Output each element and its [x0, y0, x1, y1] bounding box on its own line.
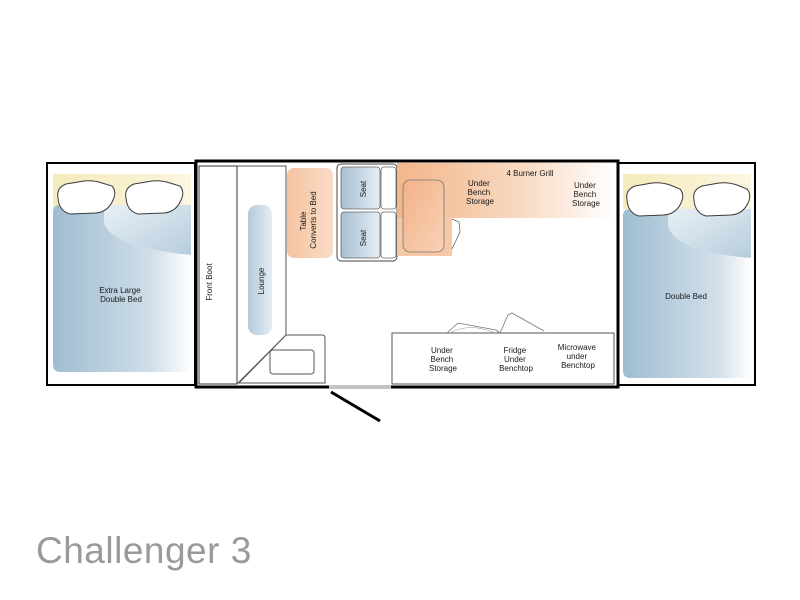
left-bed-label-line: Double Bed — [100, 295, 142, 304]
under-bench-label-line: Storage — [572, 199, 601, 208]
seat-top-label: Seat — [359, 180, 368, 197]
under-bench-storage-label: Under Bench Storage — [466, 179, 495, 206]
right-bed-label: Double Bed — [665, 292, 707, 301]
under-bench-label-line: Storage — [429, 364, 458, 373]
microwave-label-line: Benchtop — [561, 361, 595, 370]
seat-back — [380, 211, 397, 259]
benchtop-flap — [446, 322, 501, 334]
main-body: Front Boot Lounge Table Converts to Bed … — [194, 159, 620, 423]
seat-bottom-label: Seat — [359, 229, 368, 246]
under-bench-label-line: Bench — [431, 355, 454, 364]
under-bench-storage-label: Under Bench Storage — [429, 346, 458, 373]
grill-label: 4 Burner Grill — [506, 169, 553, 178]
lounge-label: Lounge — [257, 267, 266, 294]
lower-bench — [391, 332, 615, 385]
lounge-seat — [248, 205, 272, 335]
left-double-bed — [53, 205, 191, 372]
fridge-label: Fridge Under Benchtop — [499, 346, 533, 373]
table-label-line: Converts to Bed — [309, 191, 318, 248]
pillow-icon — [626, 182, 684, 217]
table-label-line: Table — [299, 211, 308, 231]
left-bed-fold — [104, 205, 191, 255]
seat-top — [340, 166, 381, 210]
under-bench-label-line: Bench — [574, 190, 597, 199]
microwave-label-line: Microwave — [558, 343, 597, 352]
under-bench-label-line: Bench — [468, 188, 491, 197]
benchtop-flap — [449, 327, 496, 334]
under-bench-storage-label: Under Bench Storage — [572, 181, 601, 208]
pillow-icon — [57, 180, 116, 215]
microwave-label-line: under — [567, 352, 588, 361]
left-bed-label-line: Extra Large — [99, 286, 141, 295]
benchtop-flap — [499, 312, 545, 334]
under-bench-label-line: Under — [468, 179, 490, 188]
seat-back — [380, 166, 397, 210]
left-bed-wing: Extra Large Double Bed — [46, 162, 196, 386]
front-boot — [198, 165, 238, 385]
right-double-bed — [623, 209, 751, 378]
left-bed-label: Extra Large Double Bed — [99, 286, 143, 304]
model-title: Challenger 3 — [36, 530, 252, 571]
seat-bottom — [340, 211, 381, 259]
table — [287, 168, 333, 258]
sink-icon — [402, 179, 445, 253]
fridge-label-line: Fridge — [504, 346, 527, 355]
under-bench-label-line: Storage — [466, 197, 495, 206]
front-boot-label: Front Boot — [205, 263, 214, 301]
fridge-label-line: Under — [504, 355, 526, 364]
table-label: Table Converts to Bed — [299, 191, 318, 248]
fridge-label-line: Benchtop — [499, 364, 533, 373]
entry-door — [330, 390, 381, 423]
right-bed-fold — [668, 209, 751, 258]
microwave-label: Microwave under Benchtop — [558, 343, 598, 370]
pillow-icon — [125, 180, 184, 215]
pillow-icon — [693, 182, 751, 217]
under-bench-label-line: Under — [431, 346, 453, 355]
under-bench-label-line: Under — [574, 181, 596, 190]
bench-edge — [451, 218, 461, 250]
right-bed-wing: Double Bed — [617, 162, 756, 386]
basin-icon — [269, 349, 315, 375]
